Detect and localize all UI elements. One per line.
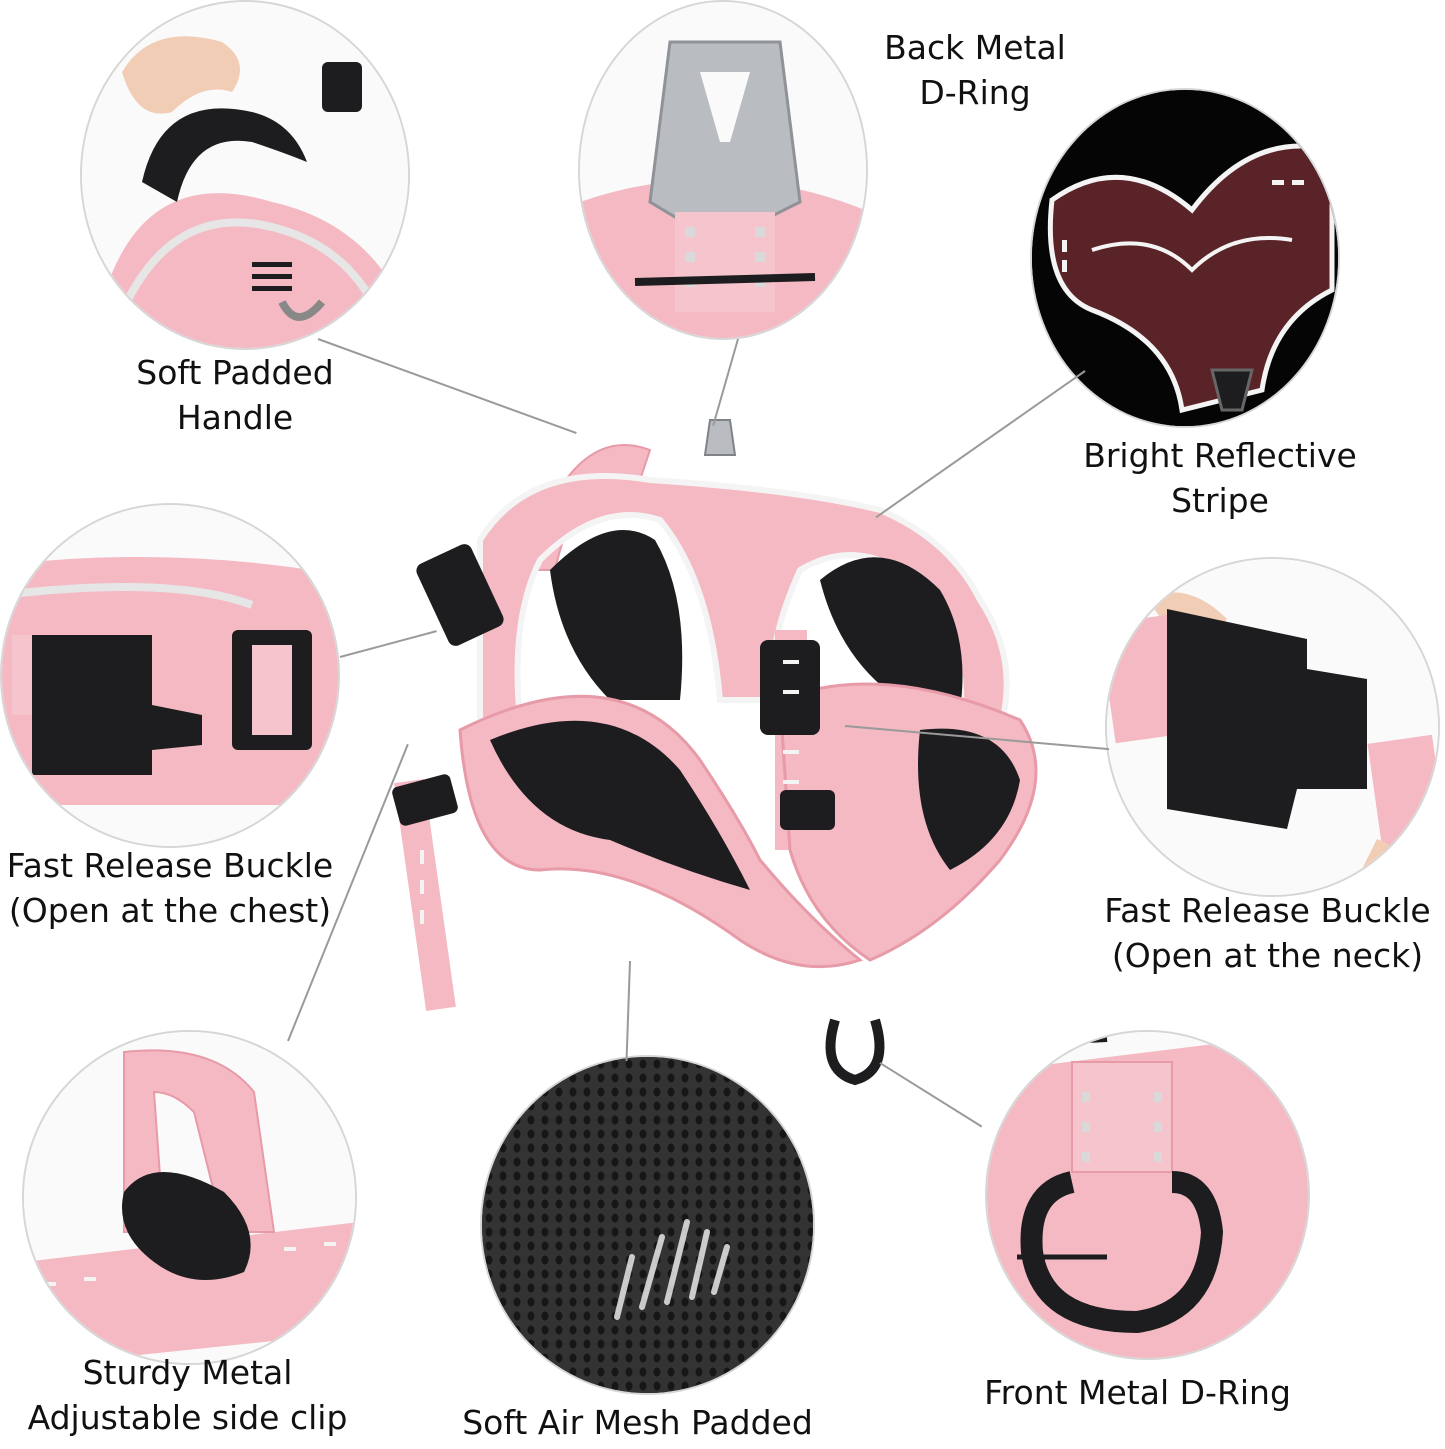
label-sturdy-metal-side-clip: Sturdy Metal Adjustable side clip [15,1350,360,1440]
label-line: Fast Release Buckle [1104,891,1431,930]
label-line: Adjustable side clip [27,1398,348,1437]
label-soft-padded-handle: Soft Padded Handle [110,350,360,440]
reflective-detail-image [1030,88,1340,428]
label-line: Bright Reflective [1083,436,1357,475]
label-line: (Open at the neck) [1111,936,1424,975]
label-back-metal-d-ring: Back Metal D-Ring [860,25,1090,115]
side-clip-detail-image [22,1030,357,1365]
label-front-metal-d-ring: Front Metal D-Ring [965,1370,1310,1415]
label-line: Handle [176,398,294,437]
label-fast-release-buckle-chest: Fast Release Buckle (Open at the chest) [0,843,340,933]
label-line: D-Ring [919,73,1031,112]
label-line: Back Metal [884,28,1066,67]
chest-buckle-detail-image [0,503,340,848]
label-line: Sturdy Metal [82,1353,293,1392]
harness-product-image [380,400,1080,1120]
label-bright-reflective-stripe: Bright Reflective Stripe [1060,433,1380,523]
mesh-detail-image [480,1055,815,1395]
label-line: Front Metal D-Ring [984,1373,1291,1412]
label-line: Stripe [1171,481,1269,520]
label-line: Fast Release Buckle [6,846,334,885]
back-ring-detail-image [578,0,868,340]
front-ring-detail-image [985,1030,1310,1360]
neck-buckle-detail-image [1105,557,1440,897]
handle-detail-image [80,0,410,350]
label-fast-release-buckle-neck: Fast Release Buckle (Open at the neck) [1090,888,1445,978]
label-line: Soft Air Mesh Padded [462,1403,813,1442]
label-soft-air-mesh-padded: Soft Air Mesh Padded [445,1400,830,1445]
label-line: (Open at the chest) [8,891,332,930]
label-line: Soft Padded [136,353,334,392]
